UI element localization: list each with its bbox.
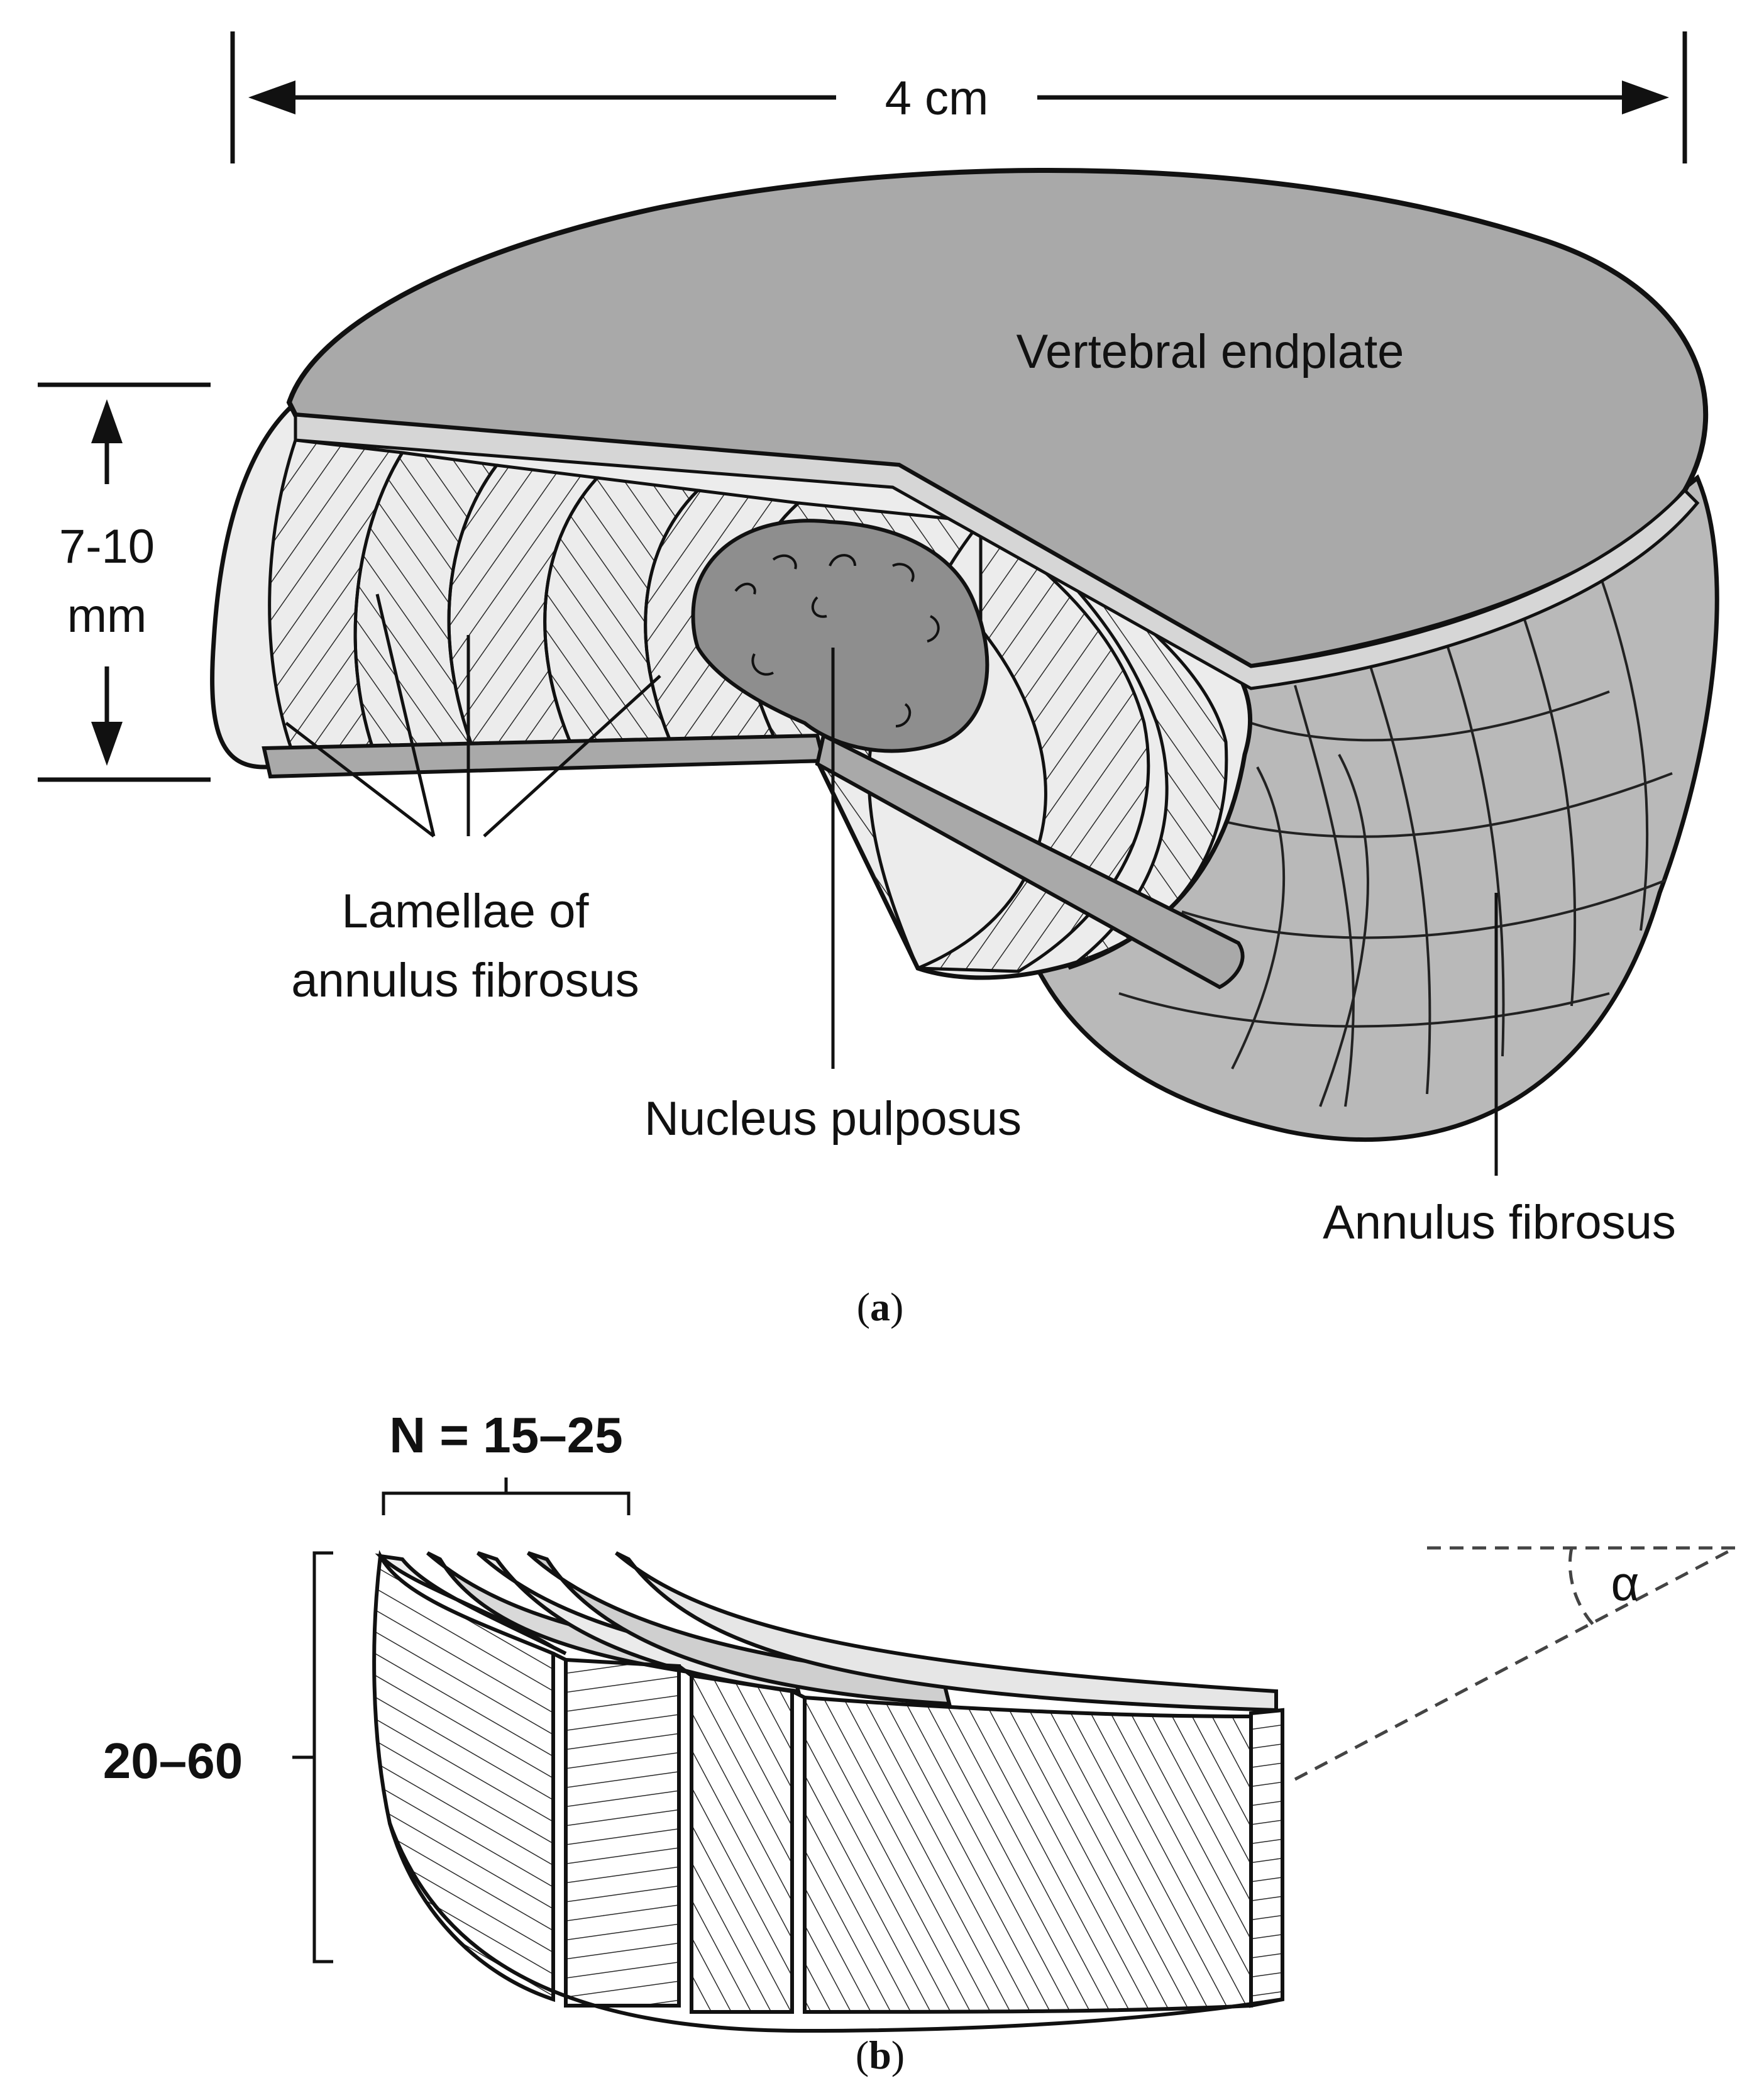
nucleus-texture [734, 554, 940, 727]
fiber-angle-label: α [1611, 1555, 1639, 1611]
nucleus-label: Nucleus pulposus [644, 1092, 1022, 1146]
lamella-face-3 [690, 1673, 794, 2014]
lamellae-label-line1: Lamellae of [342, 885, 590, 938]
endplate-rim [294, 413, 1700, 690]
lamella-face-1 [372, 1550, 555, 2002]
annulus-fiber-lines [1118, 565, 1673, 1107]
bottom-endplate-right [815, 732, 1245, 990]
fiber-angle-lines [1294, 1546, 1736, 1781]
lamella-height-label: 20–60 [103, 1733, 243, 1789]
height-bracket [292, 1551, 333, 1964]
width-dimension: 4 cm [230, 31, 1687, 163]
width-label: 4 cm [885, 72, 989, 125]
lamellae-leader-lines [285, 594, 661, 837]
lamella-face-5 [1249, 1708, 1284, 2008]
caption-a: (a) [857, 1284, 904, 1329]
lamella-edges [388, 1652, 1283, 2033]
endplate-label: Vertebral endplate [1017, 325, 1404, 378]
lamella-face-2 [564, 1657, 681, 2008]
height-dimension: 7-10 mm [38, 382, 211, 782]
caption-b: (b) [856, 2033, 905, 2077]
height-label-line2: mm [67, 589, 147, 643]
figure-a: 4 cm 7-10 mm [38, 31, 1719, 1329]
annulus-label: Annulus fibrosus [1323, 1196, 1676, 1249]
lamella-face-4 [803, 1695, 1253, 2014]
lamellae-label-line2: annulus fibrosus [291, 954, 639, 1007]
lamella-top-arcs [375, 1551, 1278, 1713]
count-label: N = 15–25 [389, 1407, 622, 1463]
count-bracket [382, 1478, 631, 1515]
height-label-line1: 7-10 [59, 520, 155, 573]
figure-b: N = 15–25 20–60 α [103, 1407, 1736, 2077]
